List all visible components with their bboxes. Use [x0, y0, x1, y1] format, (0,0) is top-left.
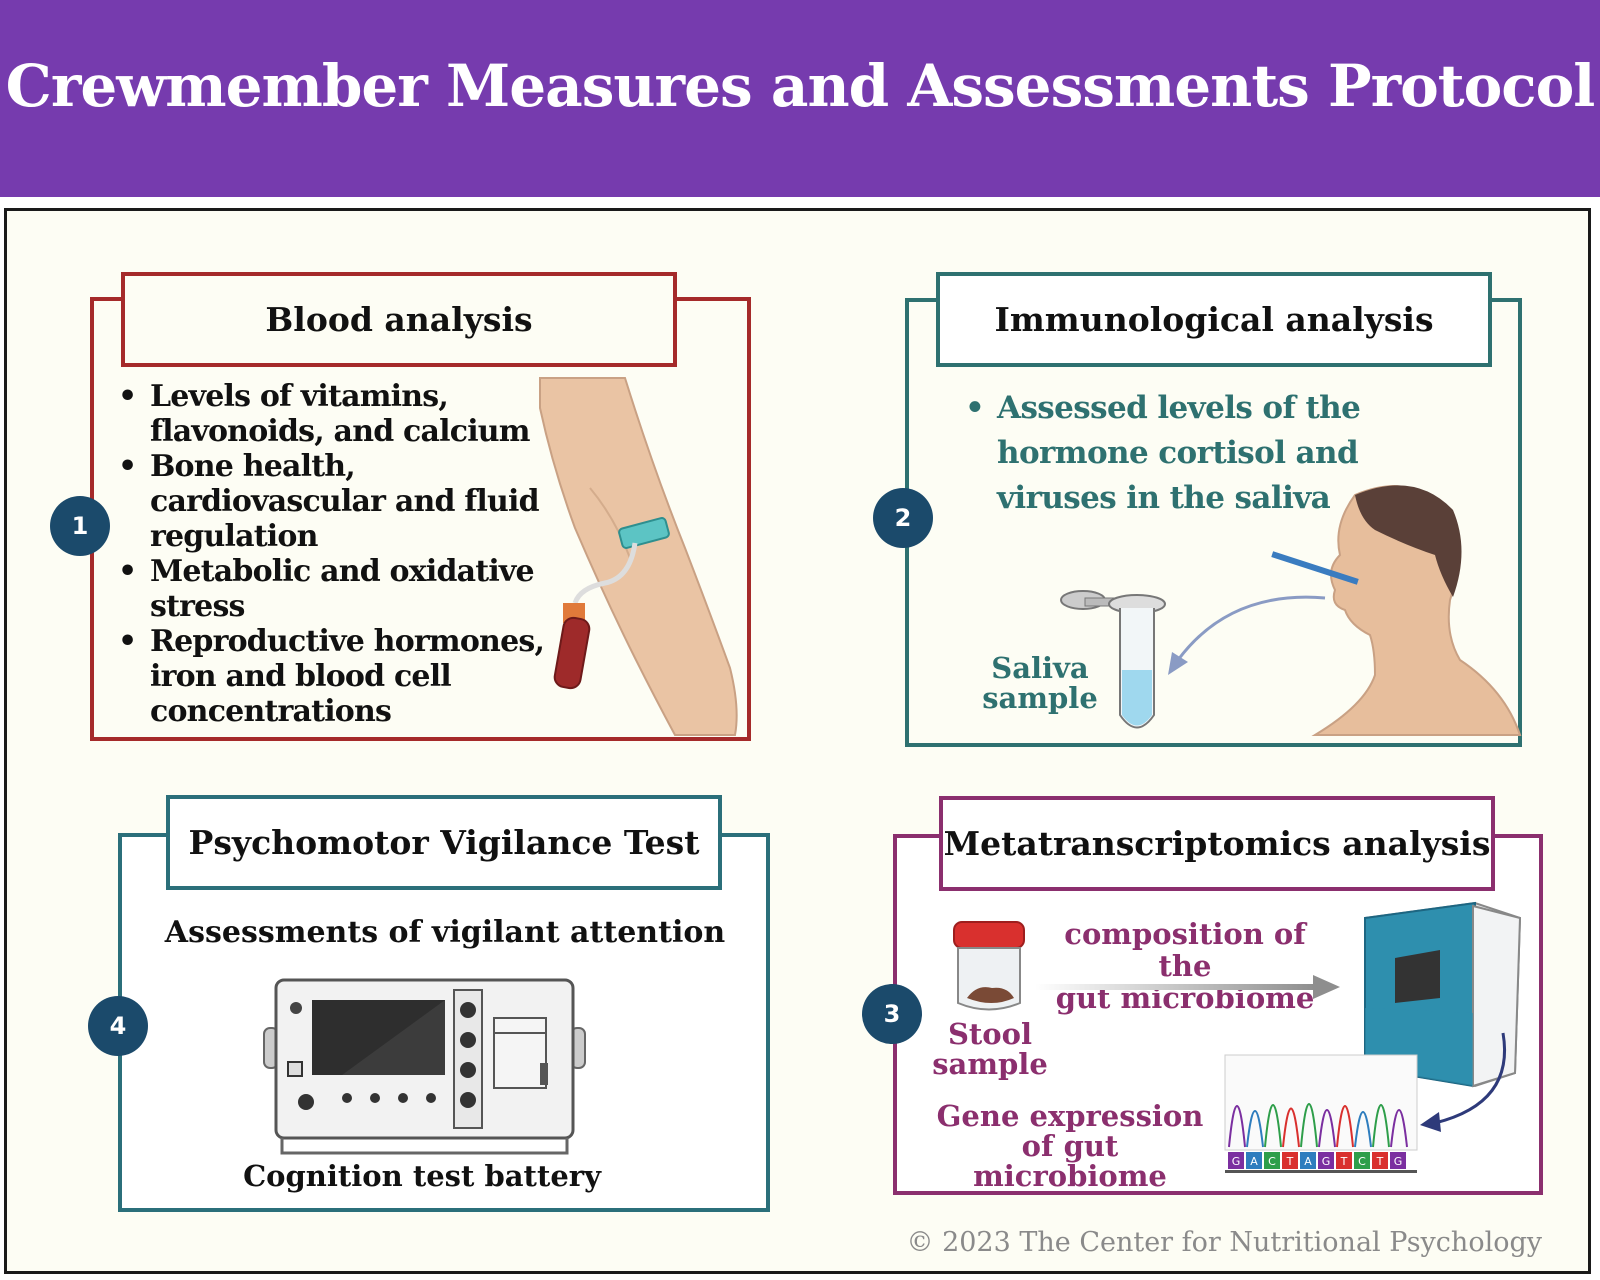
base-tile — [1282, 1152, 1298, 1169]
curved-arrow-icon — [1168, 595, 1326, 675]
saliva-tube-icon — [1060, 590, 1166, 729]
base-letter: G — [1322, 1155, 1331, 1168]
vigilant-attention-subtitle: Assessments of vigilant attention — [164, 915, 726, 950]
step-badge-2: 2 — [873, 488, 933, 548]
immunological-analysis-list: Assessed levels of the hormone cortisol … — [965, 386, 1485, 521]
base-letter: G — [1232, 1155, 1241, 1168]
header-banner: Crewmember Measures and Assessments Prot… — [0, 0, 1600, 197]
base-letter: G — [1394, 1155, 1403, 1168]
list-item: Metabolic and oxidative stress — [118, 554, 548, 624]
base-letter: A — [1250, 1155, 1258, 1168]
blood-analysis-title: Blood analysis — [121, 272, 677, 367]
base-tile — [1264, 1152, 1280, 1169]
base-letter: C — [1358, 1155, 1366, 1168]
stool-sample-label: Stool sample — [932, 1017, 1048, 1081]
base-tile — [1300, 1152, 1316, 1169]
base-tile — [1354, 1152, 1370, 1169]
copyright-notice: © 2023 The Center for Nutritional Psycho… — [906, 1227, 1542, 1258]
base-letter: T — [1340, 1155, 1348, 1168]
base-tile — [1372, 1152, 1388, 1169]
person-swab-icon — [1271, 485, 1522, 736]
list-item: Reproductive hormones, iron and blood ce… — [118, 624, 548, 729]
cognition-device-icon — [263, 978, 586, 1155]
page-title: Crewmember Measures and Assessments Prot… — [5, 52, 1596, 120]
base-letter: T — [1376, 1155, 1384, 1168]
blood-analysis-list: Levels of vitamins, flavonoids, and calc… — [118, 379, 548, 729]
curved-arrow-icon — [1420, 1032, 1506, 1132]
base-tile — [1318, 1152, 1334, 1169]
base-letter: T — [1286, 1155, 1294, 1168]
base-tile — [1336, 1152, 1352, 1169]
list-item: Assessed levels of the hormone cortisol … — [965, 386, 1485, 521]
stool-jar-icon — [953, 921, 1025, 1011]
right-arrow-icon — [1035, 975, 1340, 999]
psychomotor-vigilance-title: Psychomotor Vigilance Test — [166, 795, 722, 890]
base-tile — [1228, 1152, 1244, 1169]
arm-blood-draw-icon — [539, 377, 738, 736]
base-letter: C — [1268, 1155, 1276, 1168]
base-tile — [1390, 1152, 1406, 1169]
cognition-battery-label: Cognition test battery — [243, 1159, 601, 1193]
step-badge-4: 4 — [88, 996, 148, 1056]
saliva-sample-label: Saliva sample — [982, 651, 1098, 715]
list-item: Levels of vitamins, flavonoids, and calc… — [118, 379, 548, 449]
immunological-analysis-title: Immunological analysis — [936, 272, 1492, 367]
gene-expression-label: Gene expression of gut microbiome — [936, 1099, 1204, 1193]
base-letter: A — [1304, 1155, 1312, 1168]
sequencer-machine-icon — [1364, 901, 1522, 1088]
list-item: Bone health, cardiovascular and fluid re… — [118, 449, 548, 554]
step-badge-3: 3 — [862, 984, 922, 1044]
base-tile — [1246, 1152, 1262, 1169]
metatranscriptomics-title: Metatranscriptomics analysis — [939, 796, 1495, 891]
step-badge-1: 1 — [50, 496, 110, 556]
